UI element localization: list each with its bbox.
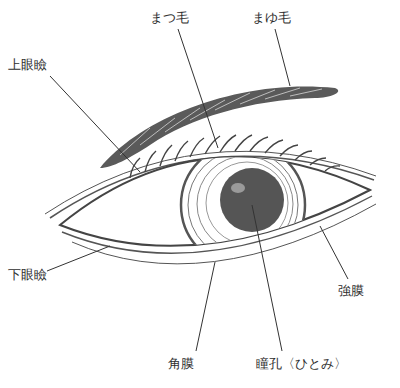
leader-line: [47, 246, 110, 271]
lower-eyelid-line: [62, 196, 372, 253]
eyebrow-hatching: [120, 88, 322, 155]
part-label: まゆ毛: [252, 9, 291, 26]
iris: [181, 143, 305, 267]
eyelashes: [130, 135, 340, 178]
leader-line: [178, 29, 218, 148]
part-label: 瞳孔〈ひとみ〉: [256, 355, 347, 372]
iris-ring: [188, 150, 298, 260]
eyebrow: [100, 86, 338, 168]
part-label: 強膜: [338, 282, 364, 299]
leader-line: [252, 205, 282, 351]
leader-line: [196, 262, 215, 351]
part-label: まつ毛: [150, 9, 189, 26]
iris-ring: [206, 162, 288, 244]
pupil-highlight: [231, 183, 245, 193]
part-label: 上眼瞼: [8, 56, 47, 73]
lower-eyelid-line: [72, 204, 376, 264]
iris-ring: [197, 156, 293, 252]
part-label: 角膜: [168, 355, 194, 372]
pupil: [220, 168, 284, 232]
leader-line: [50, 76, 140, 172]
leader-line: [320, 226, 348, 279]
part-label: 下眼瞼: [8, 266, 47, 283]
leader-line: [275, 29, 290, 86]
